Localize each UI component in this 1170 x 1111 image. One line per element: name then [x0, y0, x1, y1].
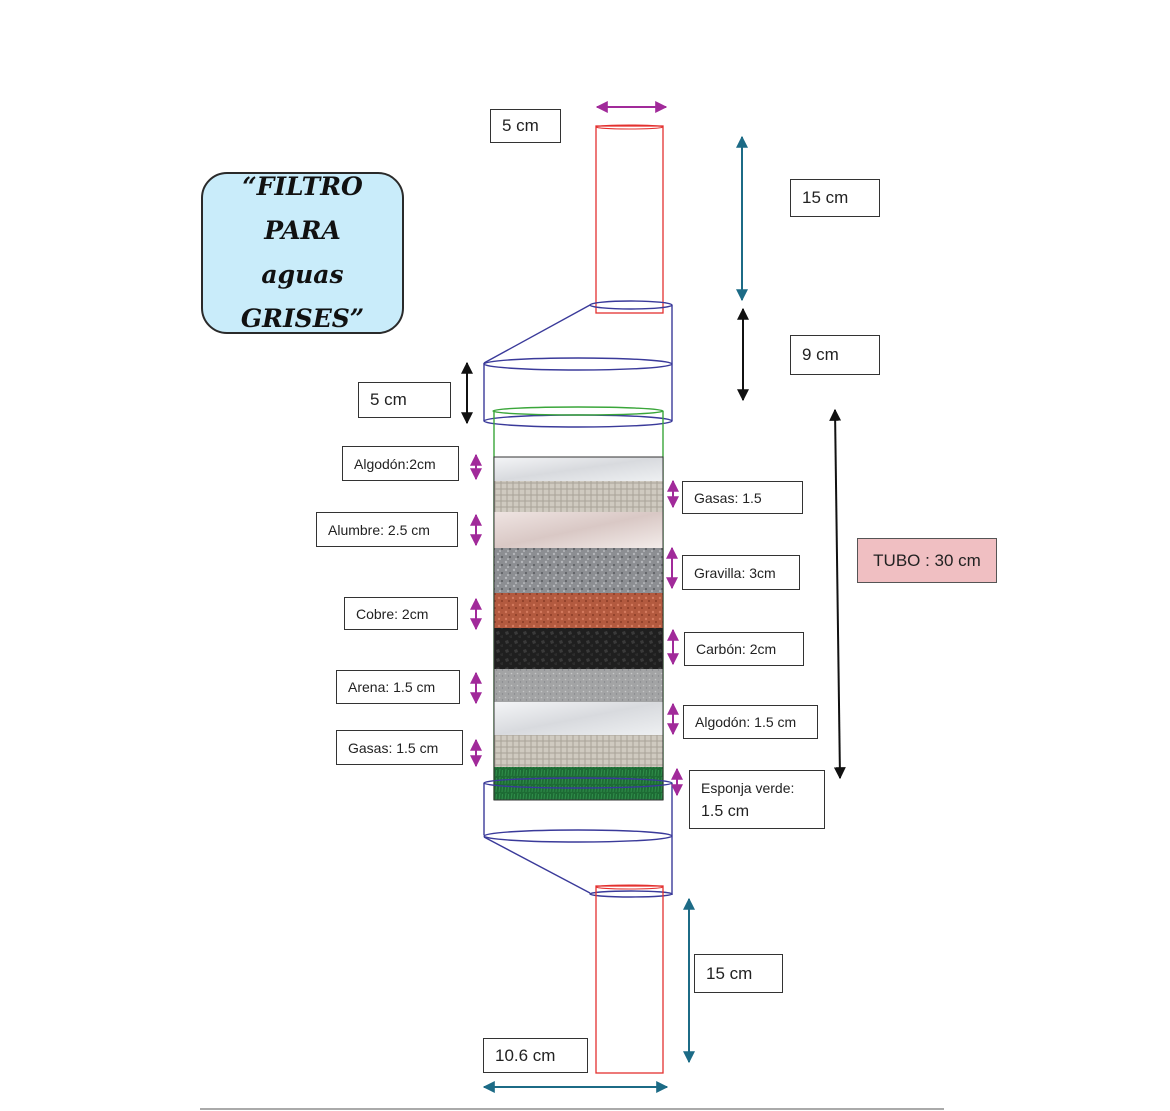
- layer-algodon-top: [494, 457, 663, 481]
- bottom-width-label: 10.6 cm: [483, 1038, 588, 1073]
- layer-label-alumbre: Alumbre: 2.5 cm: [316, 512, 458, 547]
- layer-label-arena: Arena: 1.5 cm: [336, 670, 460, 704]
- reducer-height-label: 9 cm: [790, 335, 880, 375]
- top-tube-height-label: 15 cm: [790, 179, 880, 217]
- diagram-title: “FILTRO PARA aguas GRISES”: [201, 172, 404, 334]
- top-width-label: 5 cm: [490, 109, 561, 143]
- layer-esponja: [494, 767, 663, 800]
- layer-label-algodon-top: Algodón:2cm: [342, 446, 459, 481]
- layer-gasas-top: [494, 481, 663, 512]
- layer-label-gasas-top: Gasas: 1.5: [682, 481, 803, 514]
- layer-algodon-bottom: [494, 702, 663, 735]
- esponja-label-line2: 1.5 cm: [701, 802, 750, 820]
- esponja-label-line1: Esponja verde:: [701, 779, 795, 796]
- bottom-pipe: [595, 884, 664, 1074]
- tube-total-arrow: [829, 408, 846, 780]
- layer-alumbre: [494, 512, 663, 548]
- layer-label-gasas-bottom: Gasas: 1.5 cm: [336, 730, 463, 765]
- layer-label-algodon-bottom: Algodón: 1.5 cm: [683, 705, 818, 739]
- layer-carbon: [494, 628, 663, 669]
- tube-total-label: TUBO : 30 cm: [857, 538, 997, 583]
- filter-layers: [493, 456, 664, 801]
- layer-label-esponja: Esponja verde: 1.5 cm: [689, 770, 825, 829]
- bottom-tube-height-label: 15 cm: [694, 954, 783, 993]
- layer-label-carbon: Carbón: 2cm: [684, 632, 804, 666]
- layer-gasas-bottom: [494, 735, 663, 767]
- layer-arena: [494, 669, 663, 702]
- cap-height-label: 5 cm: [358, 382, 451, 418]
- layer-label-gravilla: Gravilla: 3cm: [682, 555, 800, 590]
- layer-label-cobre: Cobre: 2cm: [344, 597, 458, 630]
- top-pipe: [595, 124, 664, 314]
- layer-arrows: [470, 453, 683, 797]
- layer-gravilla: [494, 548, 663, 593]
- layer-cobre: [494, 593, 663, 628]
